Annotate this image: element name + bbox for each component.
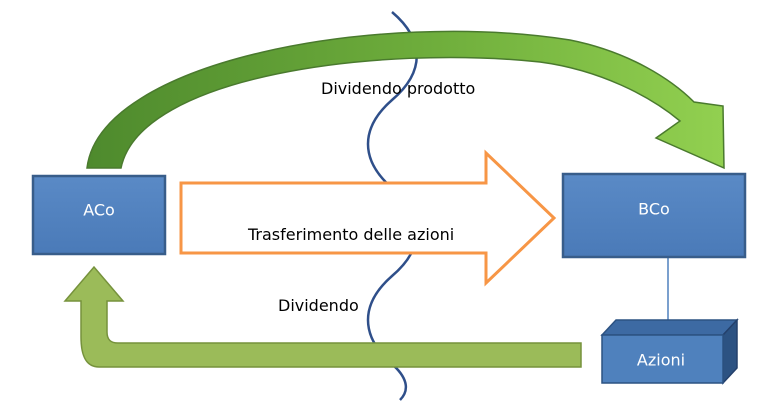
label-trasferimento-azioni: Trasferimento delle azioni (247, 225, 454, 244)
node-aco: ACo (31, 174, 167, 256)
node-bco: BCo (561, 172, 747, 259)
dividend-arrow (63, 265, 582, 368)
dividend-produced-arrow (86, 30, 725, 170)
label-dividendo-prodotto: Dividendo prodotto (321, 79, 475, 98)
node-azioni-label: Azioni (637, 351, 685, 370)
node-bco-label: BCo (638, 200, 670, 219)
node-azioni: Azioni (600, 318, 739, 385)
share-transfer-arrow (179, 149, 557, 287)
node-aco-label: ACo (83, 201, 115, 220)
label-dividendo: Dividendo (278, 296, 359, 315)
